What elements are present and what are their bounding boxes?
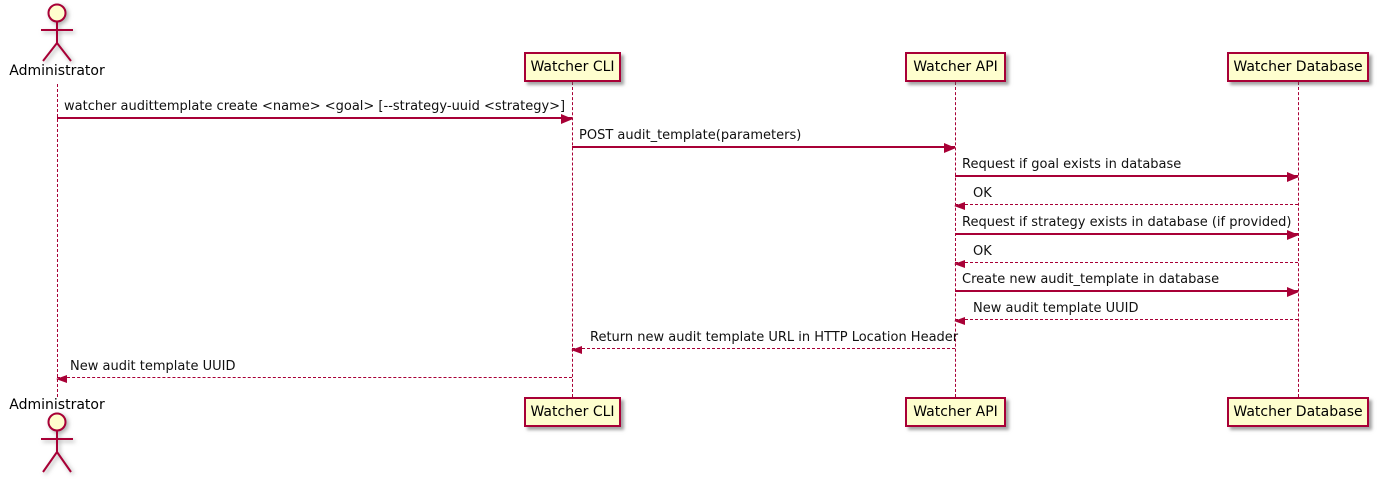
message-label: watcher audittemplate create <name> <goa… bbox=[64, 99, 566, 114]
administrator-actor-icon bbox=[41, 412, 73, 473]
participant-box-watcher-database-top: Watcher Database bbox=[1227, 52, 1369, 82]
arrowhead-right-icon bbox=[944, 143, 956, 153]
message-return-url-location-header: Return new audit template URL in HTTP Lo… bbox=[571, 327, 959, 354]
message-request-strategy-exists: Request if strategy exists in database (… bbox=[955, 212, 1299, 240]
arrowhead-left-icon bbox=[954, 260, 965, 268]
arrowhead-right-icon bbox=[561, 114, 573, 124]
message-label: New audit template UUID bbox=[70, 359, 236, 374]
arrowhead-left-icon bbox=[571, 346, 582, 354]
participant-box-watcher-cli-bottom: Watcher CLI bbox=[524, 397, 621, 427]
lifeline-watcher-api bbox=[955, 82, 956, 397]
message-label: Create new audit_template in database bbox=[962, 272, 1220, 287]
message-post-audit-template: POST audit_template(parameters) bbox=[572, 125, 956, 153]
message-label: POST audit_template(parameters) bbox=[579, 128, 802, 143]
message-ok-goal: OK bbox=[954, 183, 1298, 210]
lifeline-administrator bbox=[57, 84, 58, 397]
actor-label-administrator-bottom: Administrator bbox=[9, 397, 105, 413]
arrowhead-right-icon bbox=[1287, 230, 1299, 240]
message-request-goal-exists: Request if goal exists in database bbox=[955, 154, 1299, 182]
arrowhead-left-icon bbox=[56, 375, 67, 383]
arrowhead-left-icon bbox=[954, 202, 965, 210]
message-cli-create: watcher audittemplate create <name> <goa… bbox=[57, 96, 573, 124]
message-label: OK bbox=[973, 244, 992, 259]
participant-box-watcher-api-top: Watcher API bbox=[905, 52, 1006, 82]
message-create-audit-template: Create new audit_template in database bbox=[955, 269, 1299, 297]
message-label: Request if strategy exists in database (… bbox=[962, 215, 1292, 230]
message-label: New audit template UUID bbox=[973, 301, 1139, 316]
arrowhead-left-icon bbox=[954, 317, 965, 325]
participant-box-watcher-api-bottom: Watcher API bbox=[905, 397, 1006, 427]
message-label: OK bbox=[973, 186, 992, 201]
message-label: Return new audit template URL in HTTP Lo… bbox=[590, 330, 959, 345]
arrowhead-right-icon bbox=[1287, 287, 1299, 297]
message-label: Request if goal exists in database bbox=[962, 157, 1182, 172]
actor-label-administrator-top: Administrator bbox=[9, 63, 105, 79]
message-ok-strategy: OK bbox=[954, 241, 1298, 268]
administrator-actor-icon bbox=[41, 3, 73, 62]
message-new-uuid-admin: New audit template UUID bbox=[56, 356, 572, 383]
arrowhead-right-icon bbox=[1287, 172, 1299, 182]
message-new-uuid-db: New audit template UUID bbox=[954, 298, 1298, 325]
participant-box-watcher-cli-top: Watcher CLI bbox=[524, 52, 621, 82]
participant-box-watcher-database-bottom: Watcher Database bbox=[1227, 397, 1369, 427]
lifeline-watcher-cli bbox=[572, 82, 573, 397]
